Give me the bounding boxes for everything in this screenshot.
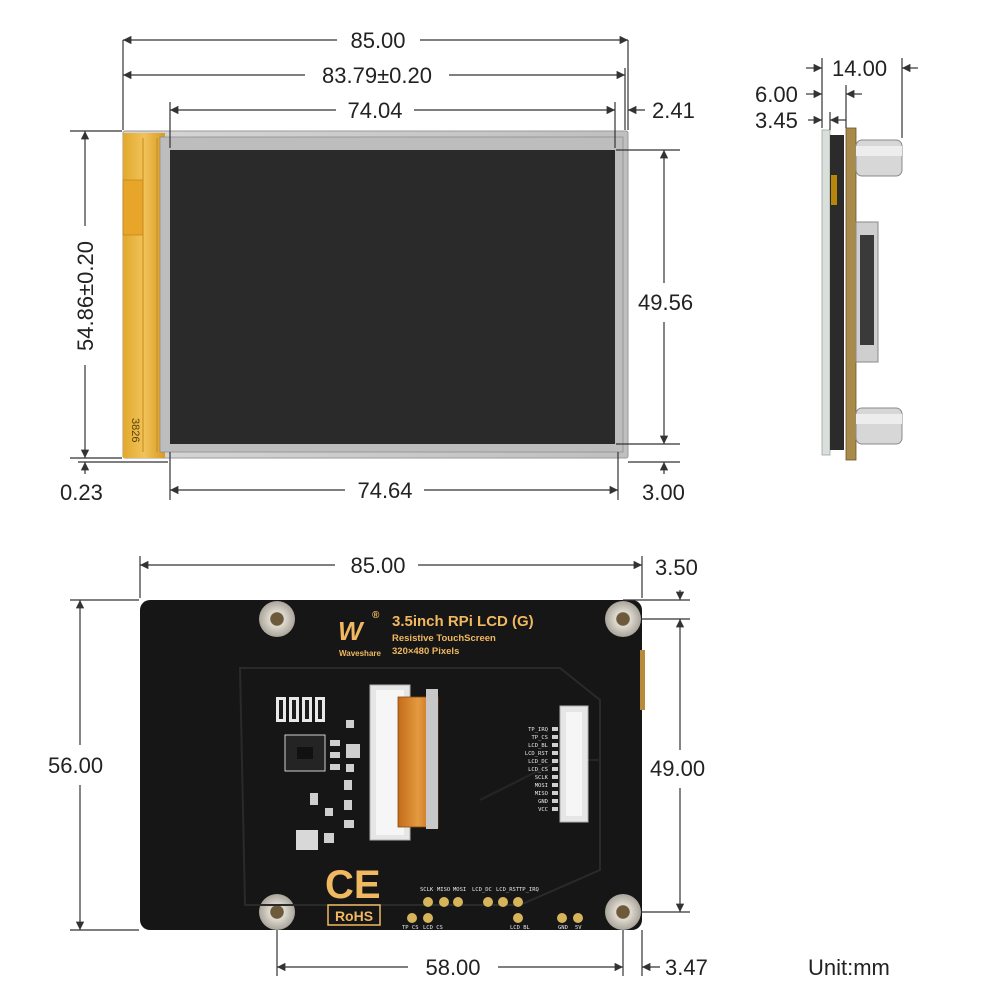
ce-mark: CE — [325, 863, 381, 907]
pin-label: MISO — [535, 791, 548, 797]
dim-front-width-panel: 83.79±0.20 — [322, 63, 432, 88]
dim-side-depth-b: 3.45 — [755, 108, 798, 133]
pin-label: TP_CS — [531, 735, 548, 741]
svg-text:MOSI: MOSI — [453, 887, 466, 893]
side-glass — [821, 129, 831, 456]
dim-front-bottom-right: 3.00 — [642, 480, 685, 505]
dim-back-top-right: 3.50 — [655, 555, 698, 580]
dim-front-bottom-left: 0.23 — [60, 480, 103, 505]
pin-label: LCD_CS — [528, 767, 548, 773]
svg-text:LCD_CS: LCD_CS — [423, 925, 443, 931]
side-standoff-bottom — [855, 407, 903, 445]
back-view: W ® Waveshare 3.5inch RPi LCD (G) Resist… — [48, 553, 708, 980]
svg-text:®: ® — [372, 610, 380, 621]
product-title: 3.5inch RPi LCD (G) — [392, 613, 534, 630]
rohs-box — [327, 904, 381, 926]
svg-text:LCD_BL: LCD_BL — [510, 925, 531, 931]
side-standoff-shine — [856, 146, 902, 156]
svg-text:LCD_DC: LCD_DC — [472, 887, 492, 893]
front-view: 3826 85.00 83.79±0.20 74.04 2.41 54.86±0… — [60, 28, 695, 505]
dim-front-right-offset: 2.41 — [652, 98, 695, 123]
mount-hole-top-right — [605, 601, 641, 637]
bottom-pads — [407, 897, 583, 923]
mount-hole-bottom-right — [605, 894, 641, 930]
dim-front-height-panel: 54.86±0.20 — [73, 241, 98, 351]
dim-front-width-total: 85.00 — [350, 28, 405, 53]
pin-label: TP_IRQ — [528, 727, 548, 733]
bottom-pad-labels: SCLK MISO MOSI LCD_DC LCD_RST TP_IRQ TP_… — [402, 887, 582, 931]
dim-front-bottom-width: 74.64 — [357, 478, 412, 503]
dim-back-bottom-right: 3.47 — [665, 955, 708, 980]
pin-label: SCLK — [535, 775, 549, 781]
lcd-active-area — [170, 150, 615, 444]
product-resolution: 320×480 Pixels — [392, 646, 459, 657]
side-lcd — [830, 135, 844, 450]
svg-text:TP_CS: TP_CS — [402, 925, 419, 931]
svg-text:LCD_RST: LCD_RST — [496, 887, 520, 893]
svg-text:TP_IRQ: TP_IRQ — [519, 887, 539, 893]
smd-components — [276, 697, 360, 850]
dim-front-width-active: 74.04 — [347, 98, 402, 123]
pin-label: MOSI — [535, 783, 548, 789]
dim-back-width-total: 85.00 — [350, 553, 405, 578]
pin-label: GND — [538, 799, 548, 805]
pin-header-pads — [552, 727, 558, 811]
side-header-pins — [860, 235, 874, 345]
side-view: 14.00 6.00 3.45 — [755, 56, 918, 461]
side-pcb — [845, 127, 857, 461]
product-subtitle: Resistive TouchScreen — [392, 633, 496, 644]
dim-side-depth-total: 14.00 — [832, 56, 887, 81]
dim-side-depth-a: 6.00 — [755, 82, 798, 107]
svg-text:SCLK: SCLK — [420, 887, 434, 893]
ic-chip — [297, 747, 313, 759]
svg-text:MISO: MISO — [437, 887, 450, 893]
fpc-label: 3826 — [129, 418, 141, 442]
side-standoff-shine — [856, 414, 902, 424]
mount-hole-bottom-left — [259, 894, 295, 930]
svg-text:W: W — [338, 616, 365, 646]
side-fpc — [831, 175, 837, 205]
pin-label: VCC — [538, 807, 548, 813]
fpc-tab — [122, 179, 144, 236]
pin-labels: TP_IRQ TP_CS LCD_BL LCD_RST LCD_DC LCD_C… — [525, 727, 549, 813]
dim-front-height-active: 49.56 — [638, 290, 693, 315]
unit-label: Unit:mm — [808, 955, 890, 980]
dim-back-hole-horizontal: 58.00 — [425, 955, 480, 980]
dim-back-hole-vertical: 49.00 — [650, 756, 705, 781]
brand-name: Waveshare — [339, 649, 382, 658]
svg-text:5V: 5V — [575, 925, 582, 931]
pcb-trace-outline — [238, 667, 601, 906]
dim-back-height-total: 56.00 — [48, 753, 103, 778]
pin-label: LCD_BL — [528, 743, 549, 749]
pin-label: LCD_RST — [525, 751, 549, 757]
pcb-edge-connector — [640, 650, 645, 710]
rohs-mark: RoHS — [335, 908, 373, 924]
waveshare-logo: W ® Waveshare — [338, 610, 382, 658]
pin-label: LCD_DC — [528, 759, 548, 765]
mount-hole-top-left — [259, 601, 295, 637]
side-standoff-top — [855, 139, 903, 177]
svg-text:GND: GND — [558, 925, 568, 931]
